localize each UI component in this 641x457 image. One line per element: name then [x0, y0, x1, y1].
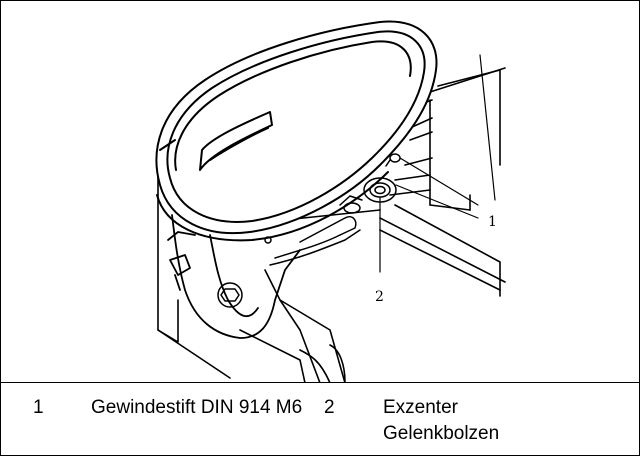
leader-lines	[379, 54, 496, 273]
oval-cover	[155, 20, 438, 242]
hex-socket-screw-icon	[217, 282, 243, 308]
legend-text-2: Exzenter Gelenkbolzen	[383, 397, 500, 444]
technical-drawing: 1 2	[155, 20, 506, 383]
legend-number-1: 1	[33, 397, 44, 418]
callout-2: 2	[375, 289, 384, 305]
lever-arm	[167, 214, 301, 339]
legend-text-1: Gewindestift DIN 914 M6	[91, 397, 303, 418]
legend-divider	[0, 382, 640, 383]
housing	[157, 67, 506, 383]
linkage	[264, 195, 363, 266]
callout-1: 1	[488, 214, 497, 230]
legend-number-2: 2	[324, 397, 335, 418]
legend-table: 1 Gewindestift DIN 914 M6 2 Exzenter Gel…	[0, 383, 640, 456]
